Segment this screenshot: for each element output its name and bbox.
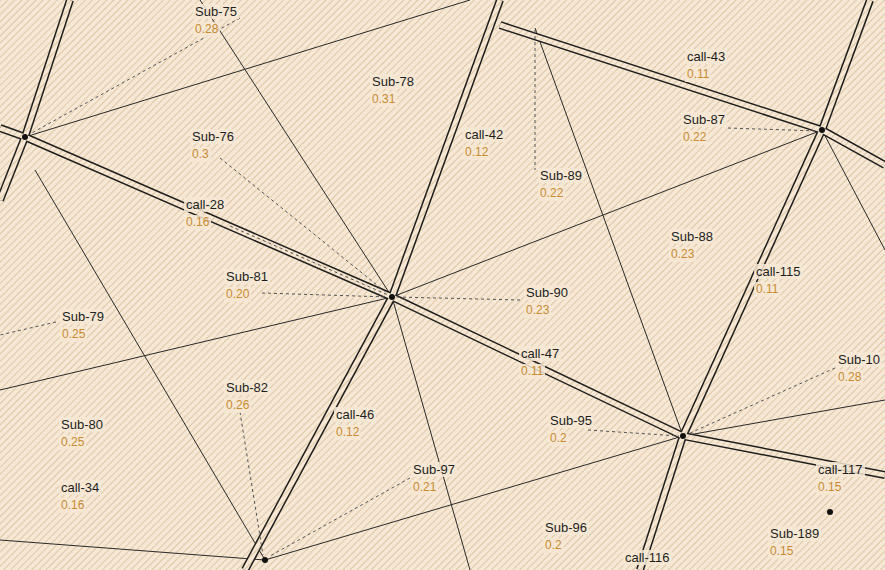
element-name: Sub-82 — [224, 380, 270, 395]
element-name: Sub-95 — [548, 413, 594, 428]
element-name: Sub-88 — [669, 229, 715, 244]
element-value: 0.2 — [548, 431, 569, 446]
element-name: call-117 — [816, 462, 865, 477]
element-value: 0.2 — [543, 538, 564, 553]
element-value: 0.23 — [524, 303, 551, 318]
element-value: 0.15 — [816, 480, 843, 495]
element-name: call-115 — [754, 264, 803, 279]
element-value: 0.20 — [224, 287, 251, 302]
element-value: 0.23 — [669, 247, 696, 262]
element-value: 0.11 — [754, 282, 780, 297]
element-value: 0.31 — [370, 92, 397, 107]
element-value: 0.3 — [190, 147, 211, 162]
element-name: Sub-96 — [543, 520, 589, 535]
element-name: call-42 — [463, 127, 505, 142]
element-name: Sub-97 — [411, 462, 457, 477]
element-value: 0.16 — [184, 215, 211, 230]
element-name: call-28 — [184, 197, 226, 212]
element-value: 0.22 — [538, 186, 565, 201]
element-value: 0.11 — [519, 364, 545, 379]
element-value: 0.12 — [334, 425, 361, 440]
element-value: 0.16 — [59, 498, 86, 513]
element-name: Sub-189 — [768, 526, 821, 541]
element-value: 0.12 — [463, 145, 490, 160]
element-name: Sub-79 — [60, 309, 106, 324]
element-value: 0.11 — [685, 67, 711, 82]
junction-dots — [22, 127, 833, 563]
element-name: call-47 — [519, 346, 561, 361]
element-name: Sub-75 — [193, 4, 239, 19]
element-value: 0.25 — [60, 327, 87, 342]
element-name: call-34 — [59, 480, 101, 495]
leader-lines — [0, 18, 835, 556]
element-value: 0.25 — [59, 435, 86, 450]
element-value: 0.26 — [224, 398, 251, 413]
element-name: Sub-78 — [370, 74, 416, 89]
element-name: Sub-76 — [190, 129, 236, 144]
element-value: 0.21 — [411, 480, 438, 495]
element-name: call-46 — [334, 407, 376, 422]
element-value: 0.22 — [681, 130, 708, 145]
element-name: call-116 — [623, 550, 672, 565]
element-value: 0.28 — [193, 22, 220, 37]
element-name: Sub-10 — [836, 352, 882, 367]
element-name: Sub-87 — [681, 112, 727, 127]
element-value: 0.15 — [768, 544, 795, 559]
element-name: Sub-80 — [59, 417, 105, 432]
element-value: 0.28 — [836, 370, 863, 385]
element-name: Sub-89 — [538, 168, 584, 183]
element-name: Sub-81 — [224, 269, 270, 284]
element-name: Sub-90 — [524, 285, 570, 300]
element-name: call-43 — [685, 49, 727, 64]
